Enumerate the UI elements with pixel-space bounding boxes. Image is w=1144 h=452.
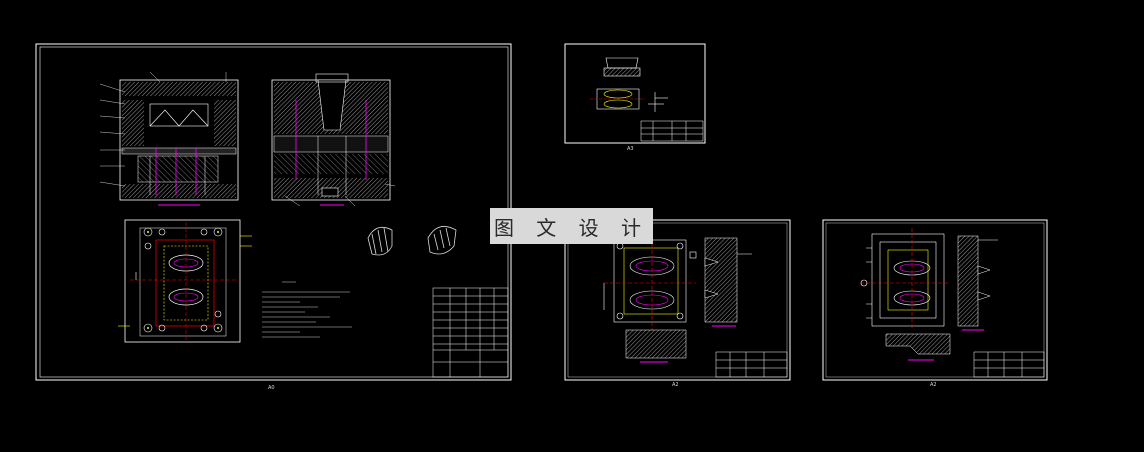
cavity-plate-title-block xyxy=(715,351,788,378)
core-plate-detail xyxy=(885,333,951,361)
side-section-view xyxy=(271,73,396,207)
core-plate-title-block xyxy=(973,351,1045,378)
core-plate-sheet[interactable] xyxy=(822,219,1048,381)
small-part-sheet-size-label: A3 xyxy=(627,146,634,152)
assembly-title-block xyxy=(432,287,509,378)
core-plate-section xyxy=(957,235,998,331)
core-plate-sheet-size-label: A2 xyxy=(930,382,937,388)
small-part-sheet-frame xyxy=(564,43,706,144)
plan-view xyxy=(118,219,252,343)
cavity-plate-sheet-size-label: A2 xyxy=(672,382,679,388)
cavity-plate-detail xyxy=(625,329,687,363)
part-isometric-views xyxy=(367,226,457,256)
watermark-banner: 图 文 设 计 xyxy=(490,208,653,244)
small-part-title-block xyxy=(640,120,704,142)
assembly-sheet-outer-frame xyxy=(35,43,512,381)
assembly-sheet-size-label: A0 xyxy=(268,385,275,391)
cavity-plate-plan xyxy=(603,232,697,330)
cavity-plate-sheet[interactable] xyxy=(564,219,791,381)
cavity-plate-sheet-frame xyxy=(564,219,791,381)
cavity-plate-section xyxy=(704,237,752,327)
front-section-view xyxy=(99,71,239,206)
small-part-sheet[interactable] xyxy=(564,43,706,144)
assembly-sheet[interactable] xyxy=(35,43,512,381)
technical-notes xyxy=(262,281,352,338)
core-plate-plan xyxy=(860,228,950,330)
core-plate-sheet-frame xyxy=(822,219,1048,381)
small-part-views xyxy=(590,57,668,112)
